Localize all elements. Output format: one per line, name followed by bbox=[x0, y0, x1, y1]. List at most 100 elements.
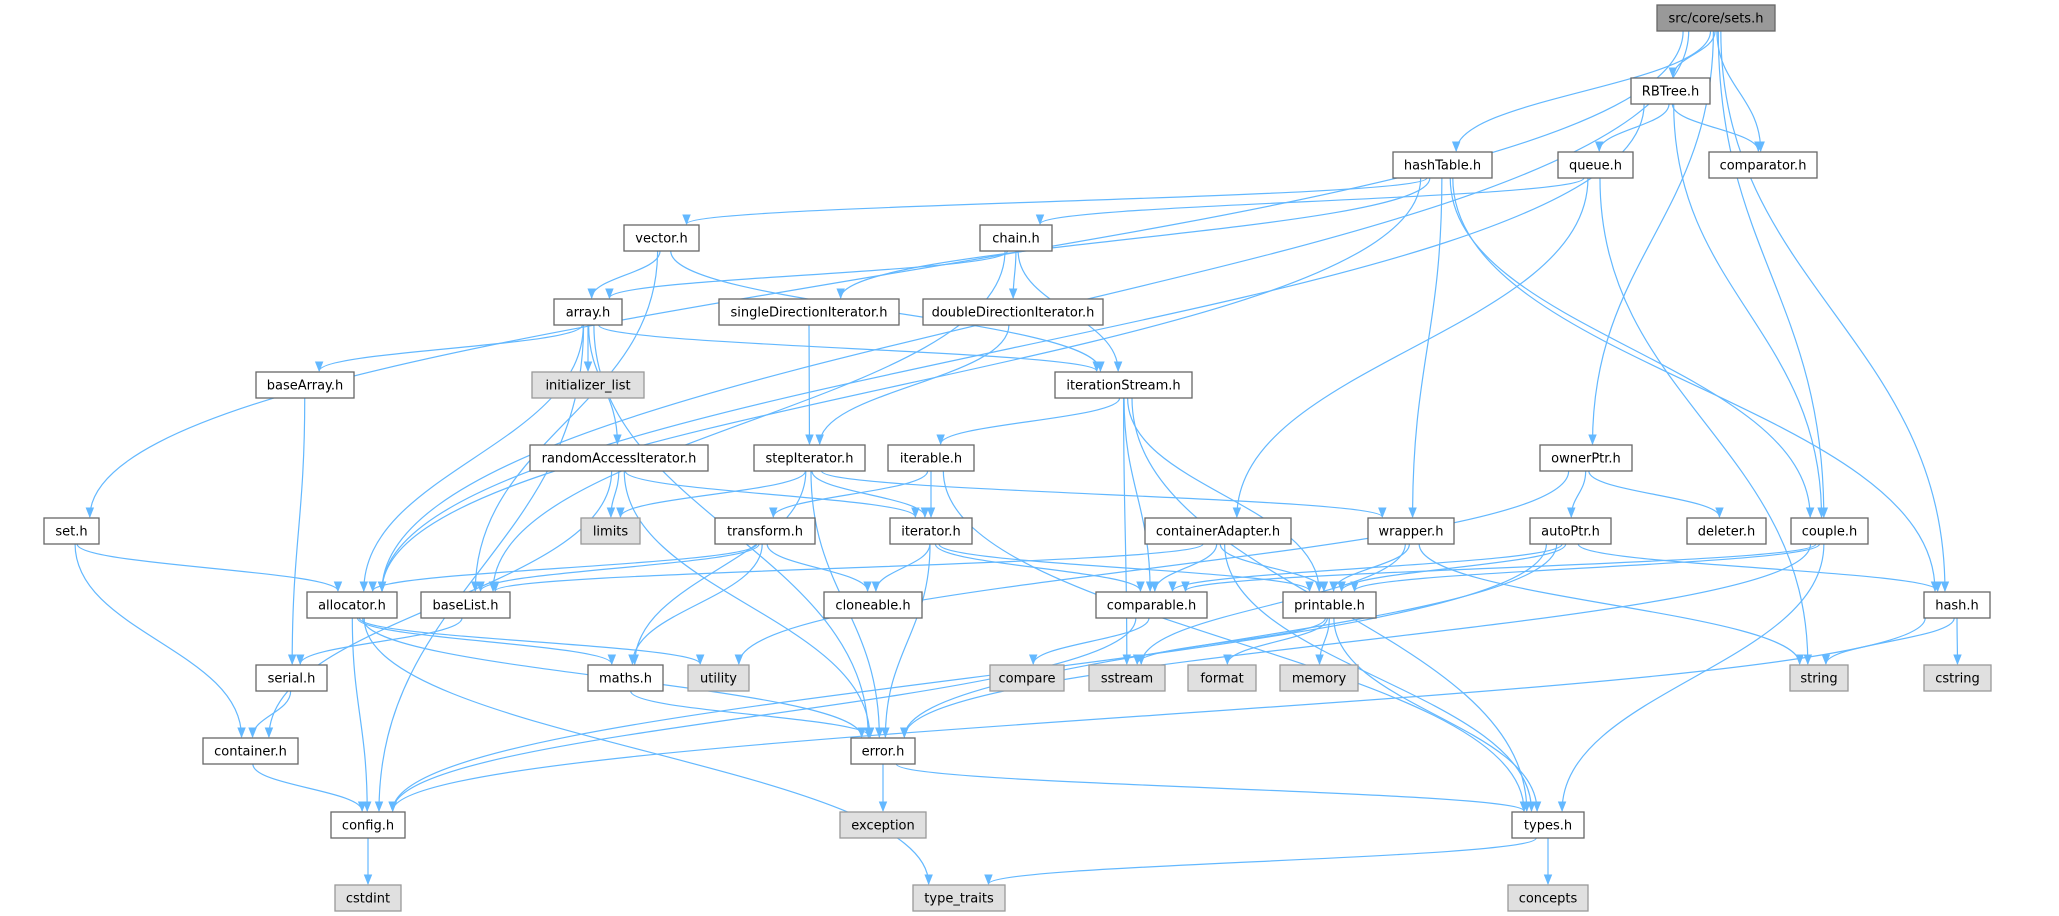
node-box bbox=[1054, 371, 1193, 399]
node-box bbox=[1557, 151, 1634, 179]
node-limits: limits bbox=[580, 517, 641, 545]
node-label: cstdint bbox=[346, 892, 390, 907]
node-printable[interactable]: printable.h bbox=[1282, 591, 1377, 619]
node-chain[interactable]: chain.h bbox=[979, 224, 1053, 252]
node-serial[interactable]: serial.h bbox=[255, 664, 328, 692]
node-types[interactable]: types.h bbox=[1511, 811, 1585, 839]
node-iterationStream[interactable]: iterationStream.h bbox=[1054, 371, 1193, 399]
node-cloneable[interactable]: cloneable.h bbox=[823, 591, 923, 619]
node-exception: exception bbox=[839, 811, 927, 839]
edge-autoPtr-to-config bbox=[388, 543, 1548, 813]
edge-hashTable-to-hash bbox=[1452, 177, 1940, 593]
node-label: allocator.h bbox=[318, 599, 386, 614]
edge-hashTable-to-singleDirectionIterator bbox=[836, 177, 1431, 300]
node-label: autoPtr.h bbox=[1541, 525, 1600, 540]
edge-printable-to-memory bbox=[1315, 617, 1330, 666]
edge-baseList-to-serial bbox=[295, 617, 463, 666]
node-box bbox=[1630, 77, 1711, 105]
node-box bbox=[714, 517, 816, 545]
node-set[interactable]: set.h bbox=[43, 517, 100, 545]
node-box bbox=[1790, 517, 1869, 545]
node-box bbox=[1507, 884, 1589, 912]
node-hash[interactable]: hash.h bbox=[1923, 591, 1991, 619]
node-box bbox=[587, 664, 664, 692]
node-deleter[interactable]: deleter.h bbox=[1686, 517, 1767, 545]
node-label: src/core/sets.h bbox=[1669, 12, 1764, 27]
node-comparator[interactable]: comparator.h bbox=[1708, 151, 1818, 179]
node-box bbox=[753, 444, 866, 472]
edge-doubleDirectionIterator-to-stepIterator bbox=[815, 324, 1010, 446]
edge-queue-to-string bbox=[1599, 177, 1813, 666]
edge-vector-to-baseList bbox=[470, 250, 659, 593]
node-transform[interactable]: transform.h bbox=[714, 517, 816, 545]
edge-RBTree-to-couple bbox=[1673, 103, 1826, 519]
node-box bbox=[531, 371, 645, 399]
node-label: comparable.h bbox=[1107, 599, 1197, 614]
node-label: vector.h bbox=[635, 232, 687, 247]
node-queue[interactable]: queue.h bbox=[1557, 151, 1634, 179]
edge-hash-to-string bbox=[1821, 617, 1955, 666]
edge-sets-to-hashTable bbox=[1451, 30, 1712, 153]
node-couple[interactable]: couple.h bbox=[1790, 517, 1869, 545]
node-singleDirectionIterator[interactable]: singleDirectionIterator.h bbox=[718, 298, 900, 326]
edge-baseArray-to-serial bbox=[287, 397, 306, 666]
node-stepIterator[interactable]: stepIterator.h bbox=[753, 444, 866, 472]
node-iterable[interactable]: iterable.h bbox=[887, 444, 975, 472]
node-baseList[interactable]: baseList.h bbox=[420, 591, 511, 619]
node-label: container.h bbox=[214, 745, 287, 760]
node-maths[interactable]: maths.h bbox=[587, 664, 664, 692]
node-container[interactable]: container.h bbox=[202, 737, 299, 765]
node-label: queue.h bbox=[1569, 159, 1622, 174]
edge-array-to-iterationStream bbox=[598, 324, 1101, 373]
edge-chain-to-array bbox=[605, 250, 1009, 300]
node-box bbox=[989, 664, 1065, 692]
node-comparable[interactable]: comparable.h bbox=[1095, 591, 1208, 619]
edge-iterationStream-to-iterable bbox=[936, 397, 1121, 446]
edge-containerAdapter-to-printable bbox=[1219, 543, 1329, 593]
node-box bbox=[839, 811, 927, 839]
edge-couple-to-error bbox=[900, 543, 1812, 739]
node-label: cstring bbox=[1935, 672, 1979, 687]
edge-sets-to-hash bbox=[1720, 30, 1950, 593]
node-doubleDirectionIterator[interactable]: doubleDirectionIterator.h bbox=[922, 298, 1104, 326]
node-label: stepIterator.h bbox=[766, 452, 854, 467]
node-RBTree[interactable]: RBTree.h bbox=[1630, 77, 1711, 105]
node-iterator[interactable]: iterator.h bbox=[889, 517, 973, 545]
node-label: format bbox=[1200, 672, 1243, 687]
node-label: limits bbox=[593, 525, 629, 540]
edge-couple-to-printable bbox=[1350, 543, 1821, 593]
node-hashTable[interactable]: hashTable.h bbox=[1392, 151, 1493, 179]
node-label: wrapper.h bbox=[1379, 525, 1444, 540]
node-containerAdapter[interactable]: containerAdapter.h bbox=[1144, 517, 1292, 545]
node-label: utility bbox=[700, 672, 737, 687]
node-label: printable.h bbox=[1294, 599, 1365, 614]
edge-chain-to-doubleDirectionIterator bbox=[1008, 250, 1018, 300]
node-array[interactable]: array.h bbox=[553, 298, 623, 326]
edge-randomAccessIterator-to-iterator bbox=[624, 470, 920, 519]
node-box bbox=[529, 444, 709, 472]
edge-stepIterator-to-wrapper bbox=[820, 470, 1387, 519]
node-box bbox=[330, 811, 406, 839]
node-box bbox=[1511, 811, 1585, 839]
node-autoPtr[interactable]: autoPtr.h bbox=[1529, 517, 1612, 545]
node-error[interactable]: error.h bbox=[850, 737, 916, 765]
node-allocator[interactable]: allocator.h bbox=[306, 591, 398, 619]
node-sets[interactable]: src/core/sets.h bbox=[1656, 4, 1776, 32]
node-label: string bbox=[1800, 672, 1837, 687]
edge-couple-to-comparable bbox=[1181, 543, 1817, 593]
node-label: maths.h bbox=[599, 672, 652, 687]
node-label: serial.h bbox=[268, 672, 316, 687]
node-config[interactable]: config.h bbox=[330, 811, 406, 839]
edge-queue-to-containerAdapter bbox=[1232, 177, 1589, 519]
node-baseArray[interactable]: baseArray.h bbox=[255, 371, 355, 399]
edge-serial-to-container bbox=[248, 690, 292, 739]
node-box bbox=[1656, 4, 1776, 32]
node-randomAccessIterator[interactable]: randomAccessIterator.h bbox=[529, 444, 709, 472]
node-box bbox=[580, 517, 641, 545]
edge-comparable-to-compare bbox=[1028, 617, 1150, 666]
node-vector[interactable]: vector.h bbox=[623, 224, 700, 252]
edge-array-to-allocator bbox=[359, 324, 584, 593]
node-wrapper[interactable]: wrapper.h bbox=[1367, 517, 1455, 545]
node-ownerPtr[interactable]: ownerPtr.h bbox=[1539, 444, 1633, 472]
